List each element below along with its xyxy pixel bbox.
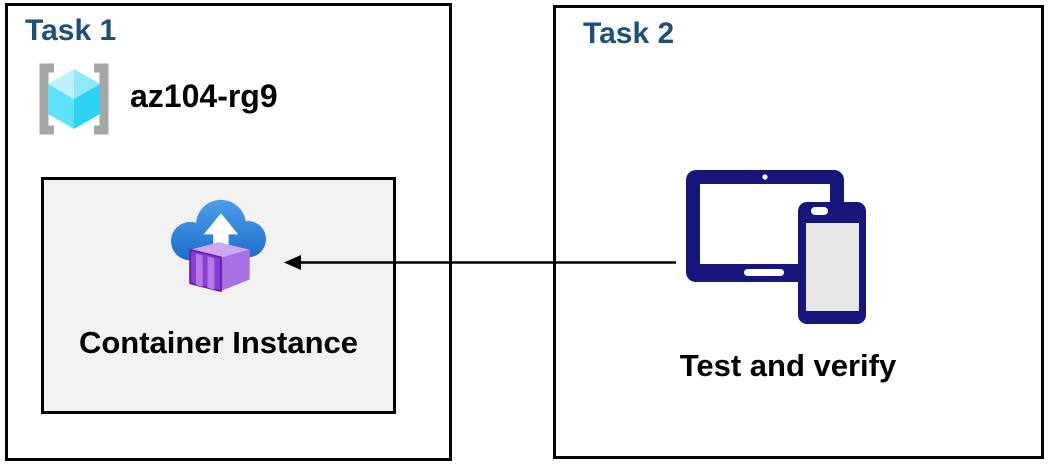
container-instance-icon xyxy=(171,199,267,292)
container-instance-box: Container Instance xyxy=(41,177,396,414)
phone-icon xyxy=(798,202,866,324)
task2-title: Task 2 xyxy=(583,17,675,50)
task1-title: Task 1 xyxy=(25,14,117,47)
container-box-shape xyxy=(189,242,250,292)
test-and-verify-label: Test and verify xyxy=(679,348,897,383)
tablet-home-bar xyxy=(744,269,784,276)
phone-speaker xyxy=(811,207,828,215)
resource-group-icon xyxy=(39,63,109,135)
devices-icon xyxy=(686,170,866,324)
bracket-left xyxy=(39,63,54,135)
container-instance-label: Container Instance xyxy=(78,325,359,360)
bracket-right xyxy=(94,63,109,135)
cube-icon xyxy=(48,69,100,129)
resource-group-name: az104-rg9 xyxy=(130,78,278,114)
task2-box: Task 2 Test and verify xyxy=(553,5,1044,459)
upload-arrow-icon xyxy=(203,213,239,258)
task1-box: Task 1 az104-rg9 xyxy=(5,3,452,461)
tablet-camera-dot xyxy=(762,174,768,180)
